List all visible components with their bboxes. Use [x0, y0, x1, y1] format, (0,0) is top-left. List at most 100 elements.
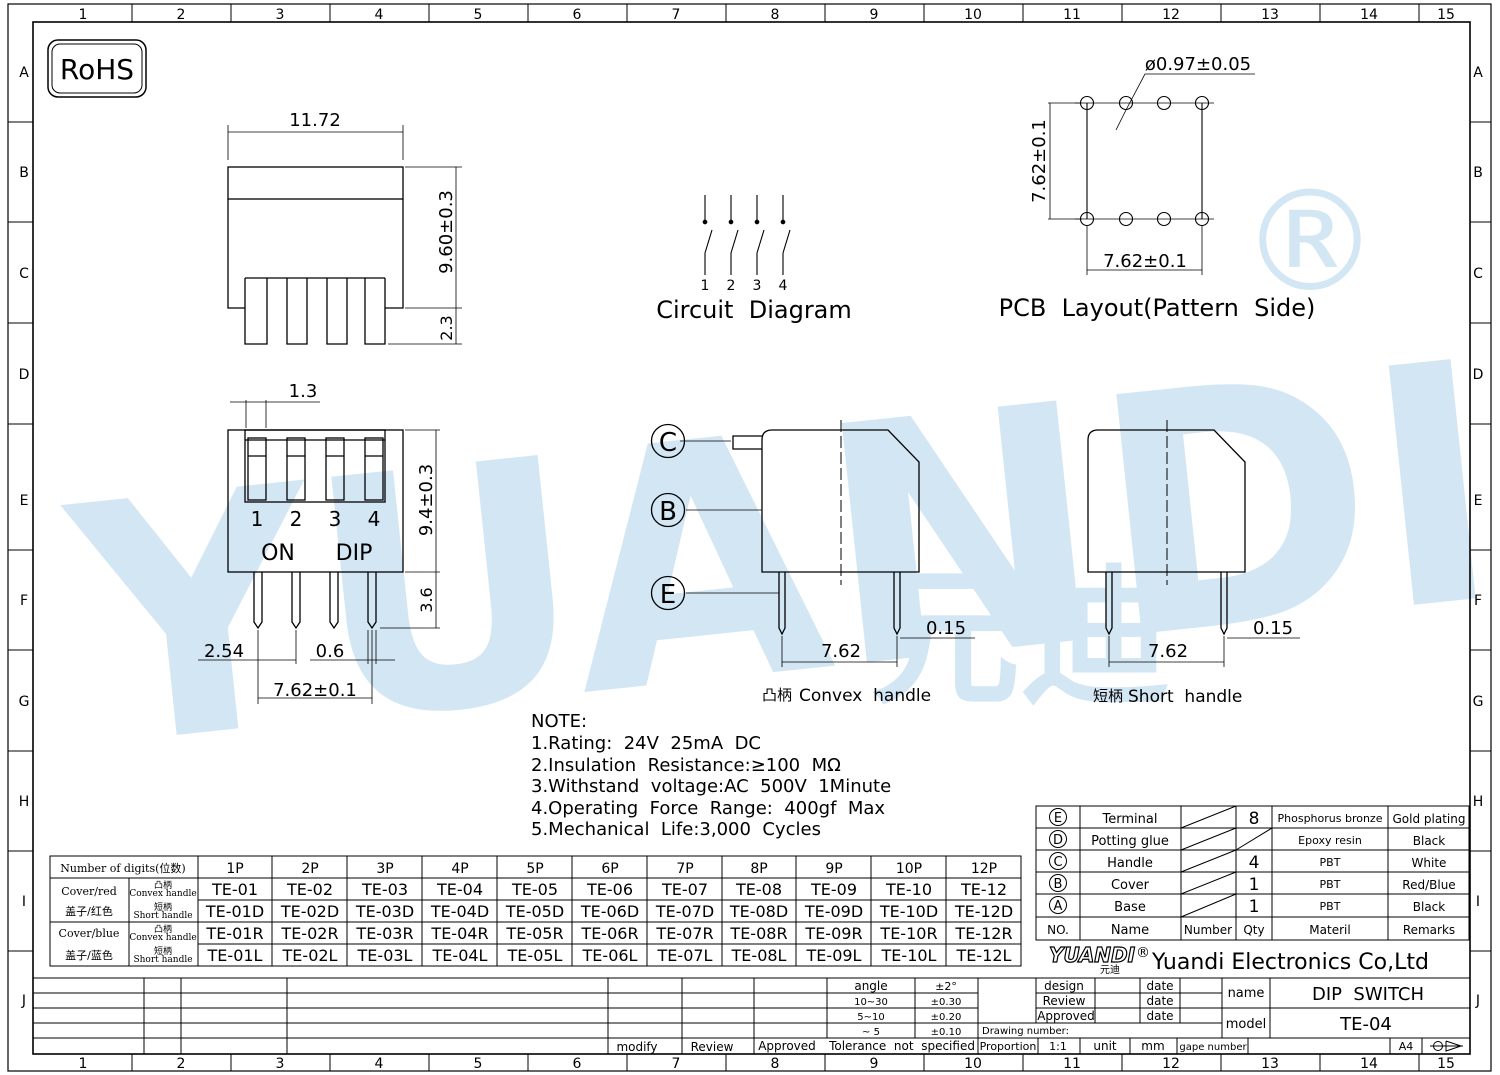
model-code-cell: TE-10D — [879, 902, 938, 921]
digits-table: Number of digits(位数) Cover/red 盖子/红色 Cov… — [49, 855, 1022, 967]
short-label-cn: 短柄 — [1093, 687, 1123, 705]
column-label-top: 5 — [474, 7, 483, 23]
watermark-reg: ® — [1240, 161, 1380, 324]
row-label-right: J — [1475, 993, 1480, 1009]
digits-column-header: 12P — [971, 861, 997, 877]
dim-top-height: 9.4±0.3 — [416, 464, 437, 536]
tolerance-value-2: ±0.20 — [931, 1012, 962, 1023]
model-code-cell: TE-02 — [286, 880, 333, 899]
company-name: Yuandi Electronics Co,Ltd — [1151, 950, 1429, 975]
revision-modify: modify — [616, 1040, 657, 1054]
model-code-cell: TE-12L — [956, 946, 1012, 965]
bom-material: PBT — [1320, 900, 1341, 913]
side-view-short — [1087, 420, 1300, 667]
on-label: ON — [261, 541, 295, 566]
contact-dot — [728, 219, 734, 225]
pcb-vertical-dim: 7.62±0.1 — [1029, 119, 1050, 203]
revision-review: Review — [691, 1040, 734, 1054]
convex-span: 7.62 — [821, 641, 861, 662]
bom-material: Epoxy resin — [1298, 834, 1362, 847]
switch-number-1: 1 — [251, 507, 264, 531]
approved-date-label: date — [1146, 1009, 1173, 1023]
switch-number-3: 3 — [329, 507, 342, 531]
bom-material: PBT — [1320, 878, 1341, 891]
note-1: 1.Rating: 24V 25mA DC — [531, 733, 761, 754]
bom-remarks: White — [1412, 856, 1447, 870]
company-logo: YUANDI — [1049, 943, 1136, 967]
column-label-bottom: 15 — [1437, 1056, 1455, 1072]
note-2: 2.Insulation Resistance:≥100 MΩ — [531, 755, 841, 776]
model-code-cell: TE-08 — [735, 880, 782, 899]
gape-number-label: gape number — [1179, 1042, 1247, 1053]
watermark: YUANDI 元迪 ® — [52, 161, 1500, 822]
unit-value: mm — [1141, 1039, 1164, 1053]
bom-qty: 1 — [1249, 875, 1260, 895]
dip-label: DIP — [336, 541, 373, 566]
bom-header-remarks: Remarks — [1403, 923, 1455, 937]
row-label-left: G — [19, 694, 30, 710]
model-code-cell: TE-12D — [954, 902, 1013, 921]
row-label-left: D — [19, 367, 30, 383]
bom-remarks: Black — [1413, 834, 1446, 848]
dim-pitch: 2.54 — [204, 641, 244, 662]
model-code-cell: TE-04R — [430, 924, 488, 943]
bom-no: B — [1054, 877, 1063, 892]
model-code-cell: TE-01 — [211, 880, 258, 899]
digits-column-header: 9P — [825, 861, 842, 877]
bom-name: Potting glue — [1091, 834, 1169, 849]
column-label-bottom: 8 — [771, 1056, 780, 1072]
model-code-cell: TE-05L — [507, 946, 563, 965]
bom-no-circle — [1049, 808, 1067, 826]
model-code-cell: TE-08D — [729, 902, 788, 921]
column-label-top: 9 — [870, 7, 879, 23]
model-code-cell: TE-01D — [205, 902, 264, 921]
row-label-right: G — [1473, 694, 1484, 710]
model-code-cell: TE-10R — [879, 924, 937, 943]
digits-column-header: 5P — [526, 861, 543, 877]
tolerance-value-1: ±0.30 — [931, 997, 962, 1008]
circuit-number-1: 1 — [701, 278, 710, 294]
column-label-top: 11 — [1063, 7, 1081, 23]
switch-contact — [756, 195, 765, 275]
bom-header-name: Name — [1111, 923, 1149, 938]
pcb-horizontal-dim: 7.62±0.1 — [1103, 251, 1187, 272]
row-label-right: A — [1473, 65, 1483, 81]
contact-dot — [754, 219, 760, 225]
model-code-cell: TE-03 — [361, 880, 408, 899]
circuit-number-2: 2 — [727, 278, 736, 294]
revision-approved: Approved — [758, 1039, 816, 1053]
model-code-cell: TE-05R — [505, 924, 563, 943]
column-label-top: 8 — [771, 7, 780, 23]
pcb-title: PCB Layout(Pattern Side) — [999, 294, 1316, 322]
circuit-diagram — [702, 195, 791, 275]
digits-column-header: 3P — [376, 861, 393, 877]
note-5: 5.Mechanical Life:3,000 Cycles — [531, 819, 821, 840]
model-code-cell: TE-09L — [806, 946, 862, 965]
model-code-cell: TE-12 — [960, 880, 1007, 899]
switch-contact — [782, 195, 791, 275]
company-banner: YUANDI ® 元迪 Yuandi Electronics Co,Ltd — [1048, 942, 1429, 976]
model-code-cell: TE-06R — [580, 924, 638, 943]
column-label-top: 15 — [1437, 7, 1455, 23]
row-label-right: E — [1474, 493, 1483, 509]
callout-b: B — [659, 497, 677, 527]
model-code-cell: TE-06D — [580, 902, 639, 921]
row-label-left: A — [19, 65, 29, 81]
model-code-cell: TE-03R — [355, 924, 413, 943]
column-label-top: 14 — [1360, 7, 1378, 23]
bom-no: D — [1053, 833, 1063, 848]
column-label-bottom: 9 — [870, 1056, 879, 1072]
tolerance-range-3: ~ 5 — [862, 1027, 880, 1038]
switch-number-2: 2 — [290, 507, 303, 531]
dim-top-pin: 3.6 — [417, 587, 436, 612]
bom-qty: 4 — [1249, 853, 1260, 873]
model-code-cell: TE-02D — [280, 902, 339, 921]
row-label-left: E — [20, 493, 29, 509]
bom-name: Handle — [1107, 856, 1153, 871]
short-span: 7.62 — [1148, 641, 1188, 662]
column-label-top: 4 — [375, 7, 384, 23]
bom-header-material: Materil — [1309, 923, 1350, 937]
column-label-bottom: 11 — [1063, 1056, 1081, 1072]
model-code-cell: TE-09R — [804, 924, 862, 943]
